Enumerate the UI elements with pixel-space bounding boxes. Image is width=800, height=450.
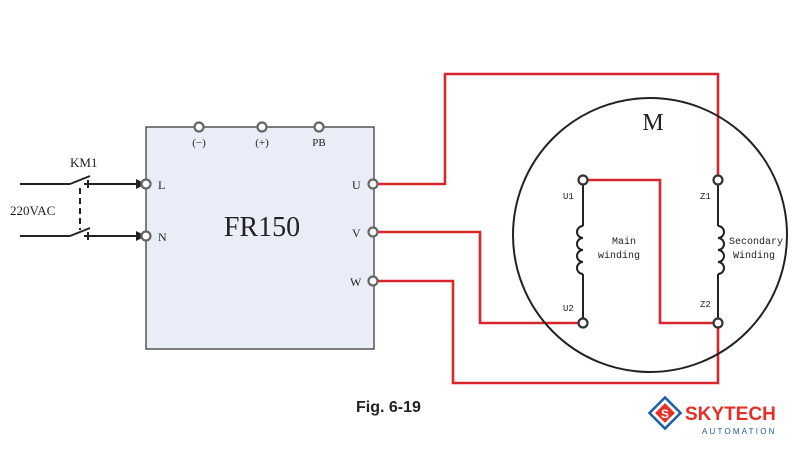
secondary-winding-label-2: Winding <box>733 250 775 262</box>
motor-circle <box>512 97 788 373</box>
terminal-pb-label: PB <box>312 137 325 149</box>
input-terminals: L N <box>140 178 167 244</box>
secondary-winding-coil <box>717 225 725 275</box>
terminal-z1 <box>712 174 724 186</box>
top-terminals: (−) (+) PB <box>192 121 326 149</box>
main-winding-coil <box>576 225 584 275</box>
terminal-w-label: W <box>350 275 362 289</box>
logo-tagline: AUTOMATION <box>702 427 777 436</box>
main-winding-label-1: Main <box>612 236 636 248</box>
red-wiring <box>373 72 720 385</box>
terminal-w <box>367 275 379 287</box>
terminal-plus <box>256 121 268 133</box>
figure-caption: Fig. 6-19 <box>356 399 421 416</box>
inverter-box <box>145 126 375 350</box>
terminal-u1 <box>577 174 589 186</box>
skytech-logo: S SKYTECH AUTOMATION <box>647 395 777 436</box>
terminal-l-label: L <box>158 178 165 192</box>
secondary-winding <box>717 180 725 323</box>
output-terminals: U V W <box>350 178 379 289</box>
contactor-blade-l <box>69 175 91 185</box>
terminal-z2 <box>712 317 724 329</box>
terminal-minus-label: (−) <box>192 137 206 149</box>
skytech-mark-icon: S <box>647 395 683 431</box>
terminal-u2-label: U2 <box>563 304 574 314</box>
motor-label: M <box>642 110 663 136</box>
terminal-z1-label: Z1 <box>700 192 711 202</box>
terminal-z2-label: Z2 <box>700 300 711 310</box>
terminal-u1-label: U1 <box>563 192 574 202</box>
terminal-u2 <box>577 317 589 329</box>
terminal-n-label: N <box>158 230 167 244</box>
wire-u-to-z1 <box>373 72 720 186</box>
voltage-label: 220VAC <box>10 203 55 218</box>
terminal-v <box>367 226 379 238</box>
main-winding <box>576 180 584 323</box>
contactor-label: KM1 <box>70 155 97 170</box>
secondary-winding-label-1: Secondary <box>729 236 783 248</box>
terminal-u <box>367 178 379 190</box>
terminal-plus-label: (+) <box>255 137 269 149</box>
terminal-n <box>140 230 152 242</box>
terminal-u-label: U <box>352 178 361 192</box>
logo-name: SKYTECH <box>685 404 776 425</box>
wire-u1-to-z2 <box>583 178 718 325</box>
terminal-l <box>140 178 152 190</box>
terminal-minus <box>193 121 205 133</box>
terminal-v-label: V <box>352 226 361 240</box>
svg-text:S: S <box>661 407 669 421</box>
supply-circuit <box>20 175 146 240</box>
main-winding-label-2: winding <box>598 250 640 262</box>
wire-w-to-z2 <box>373 279 720 385</box>
terminal-pb <box>313 121 325 133</box>
inverter-model: FR150 <box>224 212 300 243</box>
contactor-blade-n <box>69 227 91 237</box>
wire-v-to-u2 <box>373 230 583 325</box>
